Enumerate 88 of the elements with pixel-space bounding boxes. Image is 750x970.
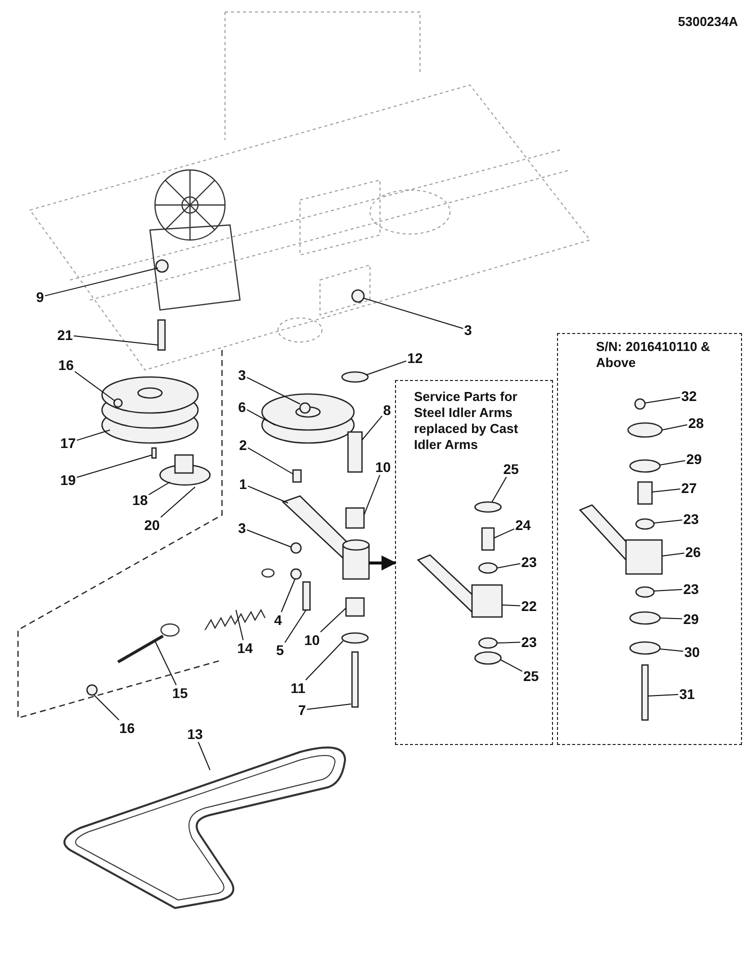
callout-number: 7: [297, 702, 307, 718]
leader-line: [160, 486, 196, 518]
callout-number: 28: [687, 415, 705, 431]
leader-line: [662, 424, 688, 430]
leader-line: [500, 660, 523, 672]
leader-line: [280, 578, 296, 612]
leader-line: [154, 640, 177, 686]
callout-number: 16: [118, 720, 136, 736]
callout-number: 3: [237, 367, 247, 383]
leader-line: [198, 742, 210, 770]
callout-number: 3: [463, 322, 473, 338]
leader-line: [148, 482, 170, 496]
callout-number: 12: [406, 350, 424, 366]
leader-line: [320, 608, 346, 632]
leader-line: [660, 648, 684, 652]
leader-line: [76, 430, 110, 441]
leader-line: [496, 642, 521, 644]
callout-number: 21: [56, 327, 74, 343]
callout-number: 8: [382, 402, 392, 418]
callout-number: 15: [171, 685, 189, 701]
leader-line: [305, 640, 344, 680]
callout-number: 30: [683, 644, 701, 660]
callout-number: 13: [186, 726, 204, 742]
leader-line: [246, 376, 300, 404]
callout-number: 24: [514, 517, 532, 533]
leader-line: [492, 476, 507, 502]
leader-line: [364, 474, 380, 516]
callout-number: 5: [275, 642, 285, 658]
leader-line: [76, 454, 152, 478]
callout-number: 23: [682, 581, 700, 597]
leader-line: [74, 371, 116, 402]
callout-number: 29: [685, 451, 703, 467]
callout-number: 25: [522, 668, 540, 684]
callout-number: 17: [59, 435, 77, 451]
leader-line: [660, 618, 683, 620]
callout-number: 1: [238, 476, 248, 492]
leader-line: [662, 552, 685, 556]
callout-number: 31: [678, 686, 696, 702]
leader-line: [247, 447, 294, 474]
callout-number: 23: [520, 554, 538, 570]
callout-number: 2: [238, 437, 248, 453]
callout-number: 3: [237, 520, 247, 536]
callout-number: 23: [520, 634, 538, 650]
dashed-group-box: [557, 333, 742, 745]
group-title: Service Parts for Steel Idler Arms replaced by Cast Idler Arms: [414, 389, 520, 453]
callout-number: 10: [303, 632, 321, 648]
callout-number: 22: [520, 598, 538, 614]
leader-line: [654, 520, 683, 524]
leader-line: [73, 335, 158, 346]
callout-number: 16: [57, 357, 75, 373]
leader-line: [44, 268, 158, 296]
leader-line: [362, 298, 464, 329]
leader-line: [284, 610, 306, 643]
leader-line: [366, 360, 407, 376]
callout-number: 9: [35, 289, 45, 305]
leader-line: [502, 604, 521, 606]
callout-number: 4: [273, 612, 283, 628]
leader-line: [496, 563, 521, 568]
callout-number: 27: [680, 480, 698, 496]
leader-line: [236, 610, 244, 640]
callout-number: 14: [236, 640, 254, 656]
leader-line: [660, 460, 686, 466]
leader-line: [246, 529, 292, 548]
callout-number: 32: [680, 388, 698, 404]
leader-line: [246, 409, 276, 426]
dashed-group-box: [395, 380, 553, 745]
callout-number: 23: [682, 511, 700, 527]
leader-line: [654, 589, 683, 592]
callout-number: 6: [237, 399, 247, 415]
leader-line: [494, 528, 515, 538]
callout-number: 19: [59, 472, 77, 488]
arrow: [369, 555, 396, 570]
group-title: S/N: 2016410110 & Above: [596, 339, 712, 371]
drawing-number: 5300234A: [678, 14, 738, 29]
leader-line: [306, 704, 352, 710]
leader-line: [644, 396, 681, 404]
callout-number: 29: [682, 611, 700, 627]
leader-line: [652, 488, 681, 492]
leader-line: [648, 694, 679, 696]
leader-line: [362, 415, 383, 440]
callout-number: 10: [374, 459, 392, 475]
leader-line: [247, 486, 288, 504]
callout-number: 18: [131, 492, 149, 508]
callout-number: 25: [502, 461, 520, 477]
callout-number: 11: [290, 680, 306, 696]
callout-number: 26: [684, 544, 702, 560]
leader-line: [94, 694, 120, 720]
callout-number: 20: [143, 517, 161, 533]
